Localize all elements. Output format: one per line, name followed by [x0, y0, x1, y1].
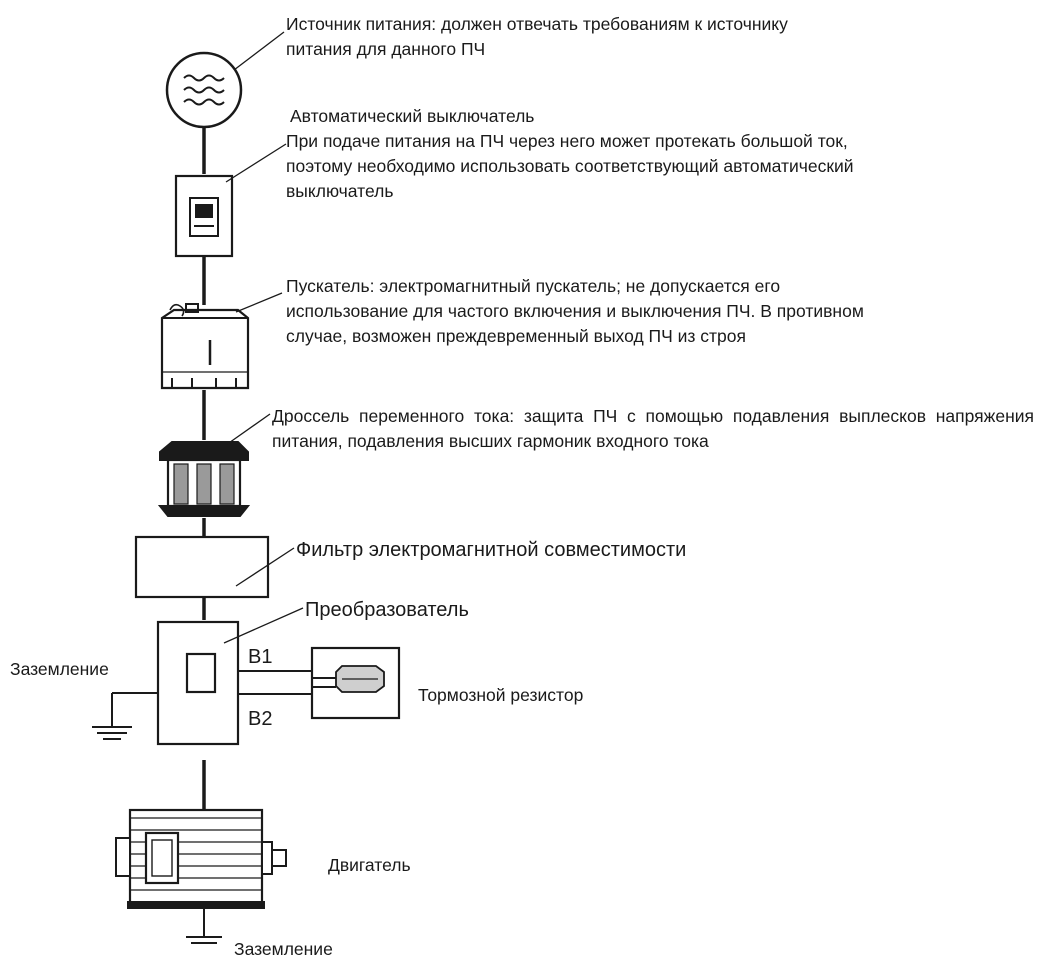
leader-inverter — [223, 607, 304, 644]
brake-resistor-icon — [310, 646, 401, 720]
ground-motor-label: Заземление — [234, 939, 333, 959]
motor-icon — [115, 808, 287, 909]
ac-reactor-icon — [157, 441, 251, 517]
emc-filter-icon — [134, 535, 270, 599]
breaker-label-line: поэтому необходимо использовать соответс… — [286, 156, 854, 176]
leader-reactor — [225, 413, 271, 446]
breaker-title: Автоматический выключатель — [290, 106, 535, 126]
motor-label: Двигатель — [328, 855, 411, 875]
leader-contactor — [235, 292, 283, 313]
power-source-label: Источник питания: должен отвечать требов… — [286, 12, 788, 62]
reactor-label: Дроссель переменного тока: защита ПЧ с п… — [272, 406, 1034, 451]
terminal-b1-label: B1 — [248, 646, 273, 668]
circuit-breaker-icon — [174, 174, 234, 258]
contactor-icon — [160, 303, 250, 390]
ground-icon-inverter — [92, 726, 132, 740]
power-source-icon — [165, 51, 243, 129]
emc-filter-label: Фильтр электромагнитной совместимости — [296, 539, 687, 561]
inverter-icon — [156, 620, 240, 746]
contactor-label-line: случае, возможен преждевременный выход П… — [286, 326, 746, 346]
power-source-label-line: питания для данного ПЧ — [286, 39, 486, 59]
leader-power-source — [233, 31, 285, 71]
breaker-label-line: При подаче питания на ПЧ через него може… — [286, 131, 848, 151]
inverter-label: Преобразователь — [305, 599, 469, 621]
power-source-label-line: Источник питания: должен отвечать требов… — [286, 14, 788, 34]
terminal-b2-label: B2 — [248, 708, 273, 730]
contactor-label: Пускатель: электромагнитный пускатель; н… — [286, 274, 864, 349]
ground-icon-motor — [186, 936, 222, 944]
leader-breaker — [225, 143, 287, 183]
contactor-label-line: Пускатель: электромагнитный пускатель; н… — [286, 276, 781, 296]
brake-resistor-label: Тормозной резистор — [418, 685, 584, 705]
breaker-label: Автоматический выключатель При подаче пи… — [286, 104, 854, 204]
ground-inverter-label: Заземление — [10, 659, 109, 679]
contactor-label-line: использование для частого включения и вы… — [286, 301, 864, 321]
leader-emc-filter — [235, 547, 295, 587]
breaker-label-line: выключатель — [286, 181, 394, 201]
